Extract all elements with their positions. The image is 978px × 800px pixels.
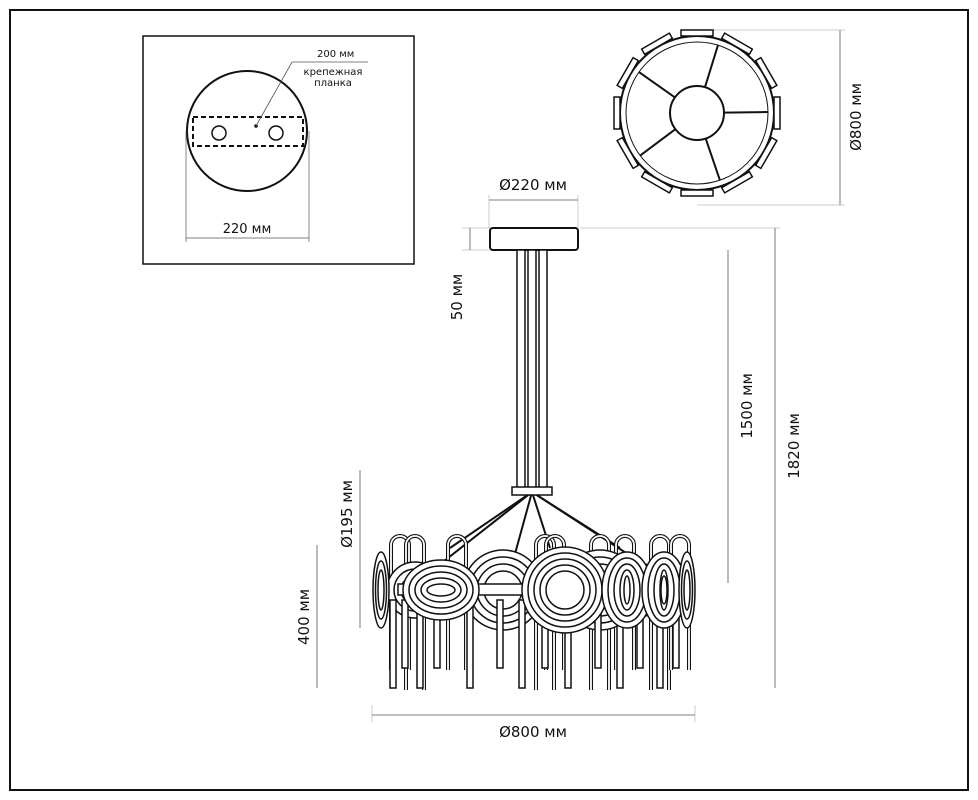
glass-disk-front (408, 565, 474, 615)
mount-detail-inset: 200 мм крепежная планка 220 мм (142, 35, 415, 265)
glass-disk-front (539, 564, 591, 616)
top-view-glass-piece (616, 56, 640, 90)
top-view-arm (723, 110, 769, 114)
body-diameter-label: Ø800 мм (499, 723, 567, 741)
suspension-rod (527, 249, 537, 489)
glass-disk-front (521, 546, 609, 634)
glass-disk-front (414, 571, 468, 609)
glass-loop-highlight (447, 535, 467, 670)
top-view-glass-piece (640, 170, 674, 194)
top-view-glass-piece (613, 96, 621, 130)
screw-hole-left (211, 125, 227, 141)
top-view: Ø800 мм (613, 29, 865, 206)
glass-loop-highlight (535, 535, 555, 690)
glass-disk-front (545, 570, 585, 610)
glass-disk-front (660, 575, 668, 605)
glass-bar (466, 599, 474, 689)
glass-disk-front (659, 569, 669, 611)
drop-length-label: 1500 мм (738, 373, 756, 439)
outer-frame (9, 9, 969, 791)
top-view-arm (639, 128, 676, 157)
top-view-glass-piece (754, 136, 778, 170)
glass-disk-front (613, 563, 641, 617)
top-view-hub (669, 85, 725, 141)
canopy-width-label: 220 мм (223, 222, 272, 237)
glass-disk-front (402, 559, 480, 621)
top-view-glass-piece (680, 189, 714, 197)
glass-bar (496, 599, 504, 669)
screw-hole-right (268, 125, 284, 141)
glass-loop-highlight (390, 535, 410, 670)
glass-disk-side (377, 569, 385, 611)
glass-loop-highlight (650, 535, 670, 690)
suspension-rod (538, 249, 548, 489)
bracket-label-line2: планка (314, 78, 352, 89)
total-height-label: 1820 мм (785, 413, 803, 479)
glass-disk-side (683, 569, 691, 611)
glass-disk-front (420, 577, 462, 603)
glass-disk-front (653, 563, 675, 617)
glass-disk-front (426, 583, 456, 597)
top-view-glass-piece (720, 170, 754, 194)
top-diameter-label: Ø800 мм (847, 83, 865, 151)
bracket-length-label: 200 мм (317, 49, 354, 60)
glass-loop-highlight (590, 535, 610, 690)
glass-loop-highlight (615, 535, 635, 670)
top-view-arm (704, 138, 721, 181)
top-view-glass-piece (680, 29, 714, 37)
canopy-plate (186, 70, 308, 192)
glass-bar (389, 599, 397, 689)
top-view-arm (704, 44, 719, 88)
glass-bar (518, 599, 526, 689)
disk-diameter-label: Ø195 мм (338, 480, 356, 548)
glass-loop-highlight (670, 535, 690, 670)
top-view-glass-piece (720, 32, 754, 56)
glass-disk-side (374, 560, 388, 620)
bracket-label-line1: крепежная (304, 67, 363, 78)
center-hub (511, 486, 553, 496)
leader-line (255, 61, 368, 127)
side-view: Ø220 мм 50 мм Ø195 мм 400 мм 1500 мм 182… (295, 176, 803, 741)
inset-frame (142, 35, 415, 265)
glass-disk-front (533, 558, 597, 622)
canopy-height-label: 50 мм (448, 274, 466, 321)
top-view-glass-piece (640, 32, 674, 56)
glass-disk-front (623, 575, 631, 605)
top-view-glass-piece (773, 96, 781, 130)
suspension-rod (516, 249, 526, 489)
glass-bar (401, 599, 409, 669)
ceiling-canopy (489, 227, 579, 251)
glass-loop-highlight (405, 535, 425, 690)
top-view-glass-piece (754, 56, 778, 90)
canopy-diameter-label: Ø220 мм (499, 176, 567, 194)
glass-disk-front (619, 569, 635, 611)
body-height-label: 400 мм (295, 589, 313, 645)
glass-loop-highlight (545, 535, 565, 670)
top-view-glass-piece (616, 136, 640, 170)
mounting-bracket (192, 116, 304, 147)
glass-disk-side (680, 560, 694, 620)
top-view-arm (638, 71, 676, 99)
